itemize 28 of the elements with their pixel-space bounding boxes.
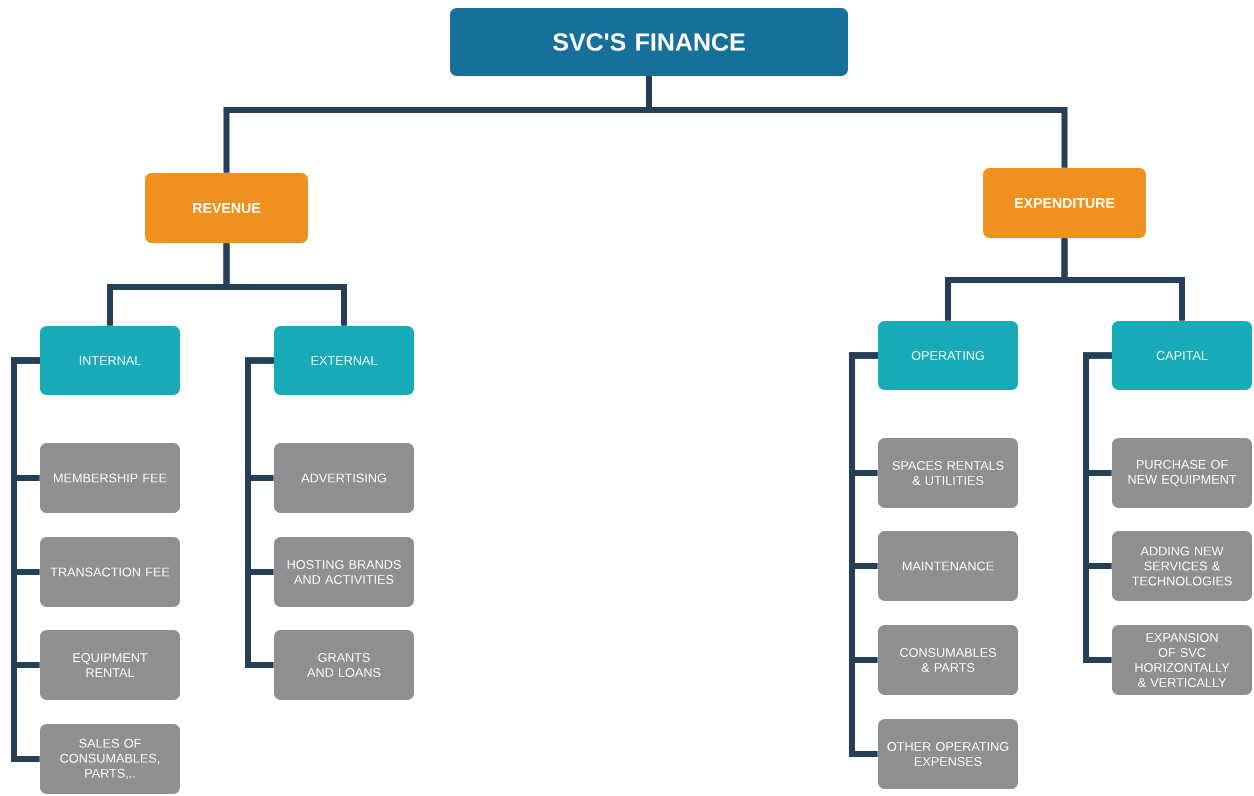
item-box: HOSTING BRANDS AND ACTIVITIES (274, 537, 414, 607)
item-box: TRANSACTION FEE (40, 537, 180, 607)
item-box: SPACES RENTALS & UTILITIES (878, 438, 1018, 508)
category-box: EXPENDITURE (983, 168, 1146, 238)
item-box: PURCHASE OF NEW EQUIPMENT (1112, 438, 1252, 508)
item-box: EQUIPMENT RENTAL (40, 630, 180, 700)
item-box: ADDING NEW SERVICES & TECHNOLOGIES (1112, 531, 1252, 601)
connector-line (1061, 238, 1185, 321)
item-box: ADVERTISING (274, 443, 414, 513)
item-box: SALES OF CONSUMABLES, PARTS,.. (40, 724, 180, 794)
item-box: MAINTENANCE (878, 531, 1018, 601)
connector-line (849, 352, 878, 757)
connector-line (11, 357, 40, 762)
subcategory-box: CAPITAL (1112, 321, 1252, 390)
subcategory-box: OPERATING (878, 321, 1018, 390)
item-box: CONSUMABLES & PARTS (878, 625, 1018, 695)
connector-line (223, 243, 347, 326)
item-box: EXPANSION OF SVC HORIZONTALLY & VERTICALLY (1112, 625, 1252, 695)
category-box: REVENUE (145, 173, 308, 243)
item-box: MEMBERSHIP FEE (40, 443, 180, 513)
title-box: SVC'S FINANCE (450, 8, 848, 76)
item-box: OTHER OPERATING EXPENSES (878, 719, 1018, 789)
subcategory-box: EXTERNAL (274, 326, 414, 395)
connector-line (245, 357, 274, 668)
item-box: GRANTS AND LOANS (274, 630, 414, 700)
connector-line (1083, 352, 1112, 663)
connector-line (646, 76, 1068, 168)
subcategory-box: INTERNAL (40, 326, 180, 395)
